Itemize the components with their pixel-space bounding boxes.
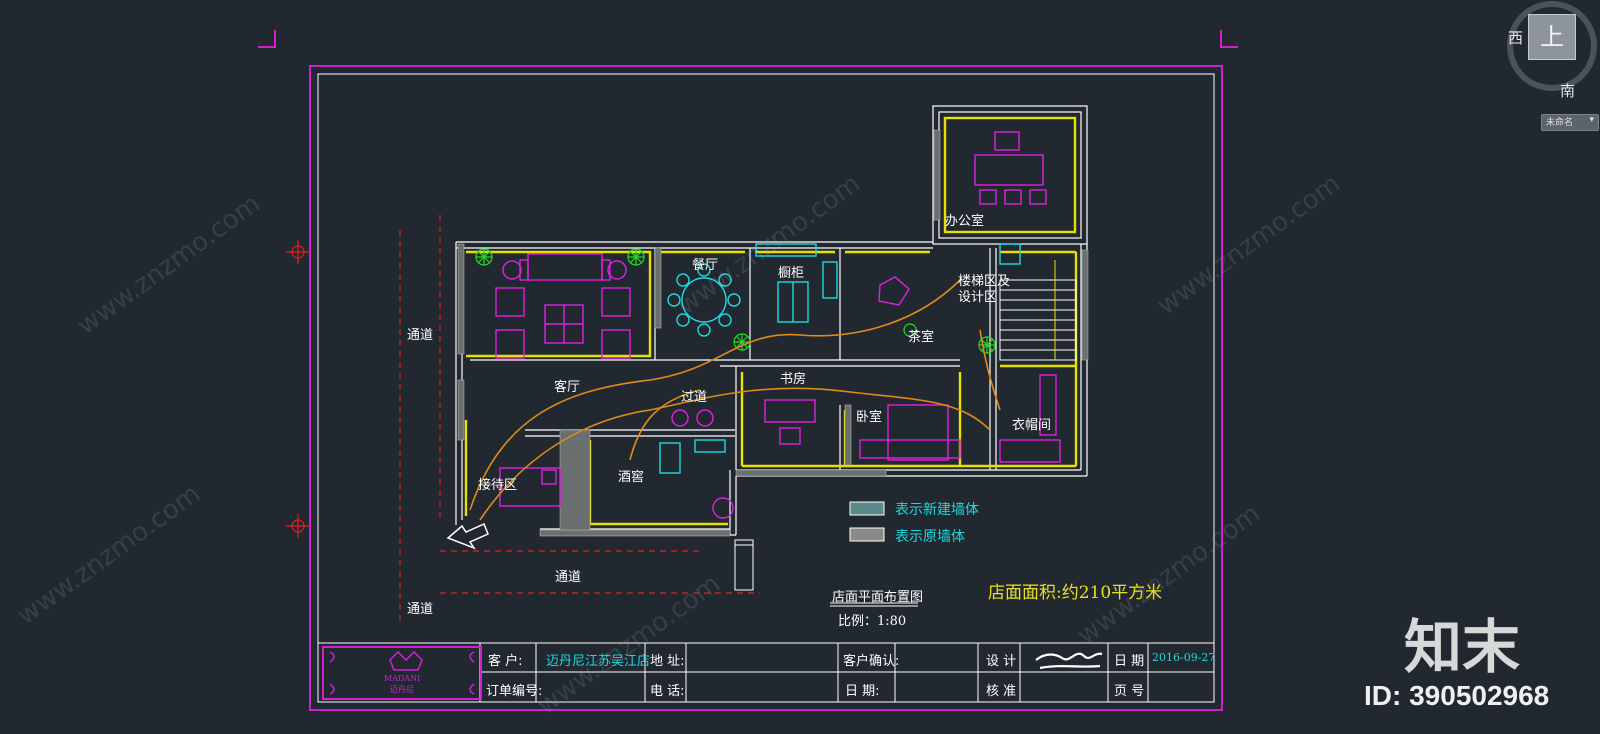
- room-label-stairs-2: 设计区: [958, 290, 998, 305]
- title-block-grid: [318, 642, 1214, 702]
- day-label: 日 期:: [845, 684, 880, 699]
- date-label: 日 期: [1114, 654, 1145, 669]
- aisle-dashed-lines: [399, 215, 760, 620]
- drawing-title: 店面平面布置图: [832, 590, 924, 605]
- walls-yellow: [464, 116, 1078, 526]
- watermark-brand: 知末: [1404, 613, 1521, 681]
- aisle-label-bottom-left: 通道: [407, 602, 434, 617]
- crop-mark-top-left: [258, 30, 276, 48]
- legend-swatch-new-wall: [849, 501, 885, 516]
- circulation-curves: [469, 279, 1001, 521]
- hatched-walls: [457, 129, 1089, 537]
- shop-area-text: 店面面积:约210平方米: [988, 583, 1163, 603]
- compass-west-label: 西: [1508, 29, 1524, 47]
- room-label-office: 办公室: [945, 214, 985, 229]
- aisle-label-bottom: 通道: [555, 570, 582, 585]
- address-label: 地 址:: [650, 654, 685, 669]
- logo-brand-name: MADANI: [384, 674, 421, 683]
- phone-label: 电 话:: [650, 684, 685, 699]
- room-label-corridor: 过道: [681, 390, 708, 405]
- designer-signature-icon: [1035, 652, 1103, 670]
- room-label-tea: 茶室: [908, 330, 935, 345]
- order-number-label: 订单编号:: [486, 684, 543, 699]
- room-label-stairs-1: 楼梯区及: [958, 274, 1011, 289]
- legend-old-wall-label: 表示原墙体: [895, 529, 965, 545]
- logo-box: [322, 646, 482, 700]
- design-label: 设 计: [986, 654, 1017, 669]
- legend-new-wall-label: 表示新建墙体: [895, 502, 979, 518]
- viewport-name-dropdown[interactable]: 未命名 ▾: [1541, 114, 1599, 131]
- watermark-id: ID: 390502968: [1364, 680, 1550, 711]
- room-label-living: 客厅: [554, 380, 581, 395]
- crosshair-markers: [286, 240, 310, 538]
- client-value: 迈丹尼江苏吴江店: [546, 654, 651, 669]
- stairs: [999, 260, 1077, 361]
- room-label-reception: 接待区: [478, 478, 518, 493]
- chevron-down-icon: ▾: [1589, 115, 1594, 125]
- compass-south-label: 南: [1560, 82, 1576, 100]
- viewcube-top-face[interactable]: 上: [1528, 14, 1576, 60]
- furniture: [495, 131, 1061, 519]
- client-label: 客 户:: [488, 654, 523, 669]
- entrance-door: [734, 539, 754, 591]
- room-label-closet: 衣帽间: [1012, 418, 1052, 433]
- client-confirm-label: 客户确认:: [843, 654, 900, 669]
- furniture-cyan: [659, 243, 1021, 474]
- legend-swatches: [849, 501, 885, 542]
- room-label-study: 书房: [780, 372, 807, 387]
- aisle-label-left: 通道: [407, 328, 434, 343]
- approve-label: 核 准: [986, 684, 1017, 699]
- drawing-frame-inner: [317, 73, 1215, 703]
- viewport-name-label: 未命名: [1546, 118, 1574, 128]
- drawing-title-underline: [830, 602, 918, 607]
- drawing-scale: 比例：1:80: [838, 614, 907, 629]
- compass-ring: [1507, 1, 1597, 91]
- entrance-arrow-icon: [446, 522, 489, 550]
- logo-brand-cn: 迈丹尼: [390, 685, 414, 694]
- crop-mark-top-right: [1220, 30, 1238, 48]
- drawing-frame-outer: [309, 65, 1223, 711]
- date-value: 2016-09-27: [1152, 651, 1216, 664]
- room-label-bedroom: 卧室: [856, 410, 883, 425]
- page-number-label: 页 号: [1114, 684, 1145, 699]
- plants: [475, 248, 996, 354]
- legend-swatch-old-wall: [849, 527, 885, 542]
- room-label-wine: 酒窖: [618, 470, 645, 485]
- room-label-cabinet: 橱柜: [778, 266, 805, 281]
- logo-crown-icon: [389, 650, 423, 671]
- room-label-dining: 餐厅: [692, 258, 719, 273]
